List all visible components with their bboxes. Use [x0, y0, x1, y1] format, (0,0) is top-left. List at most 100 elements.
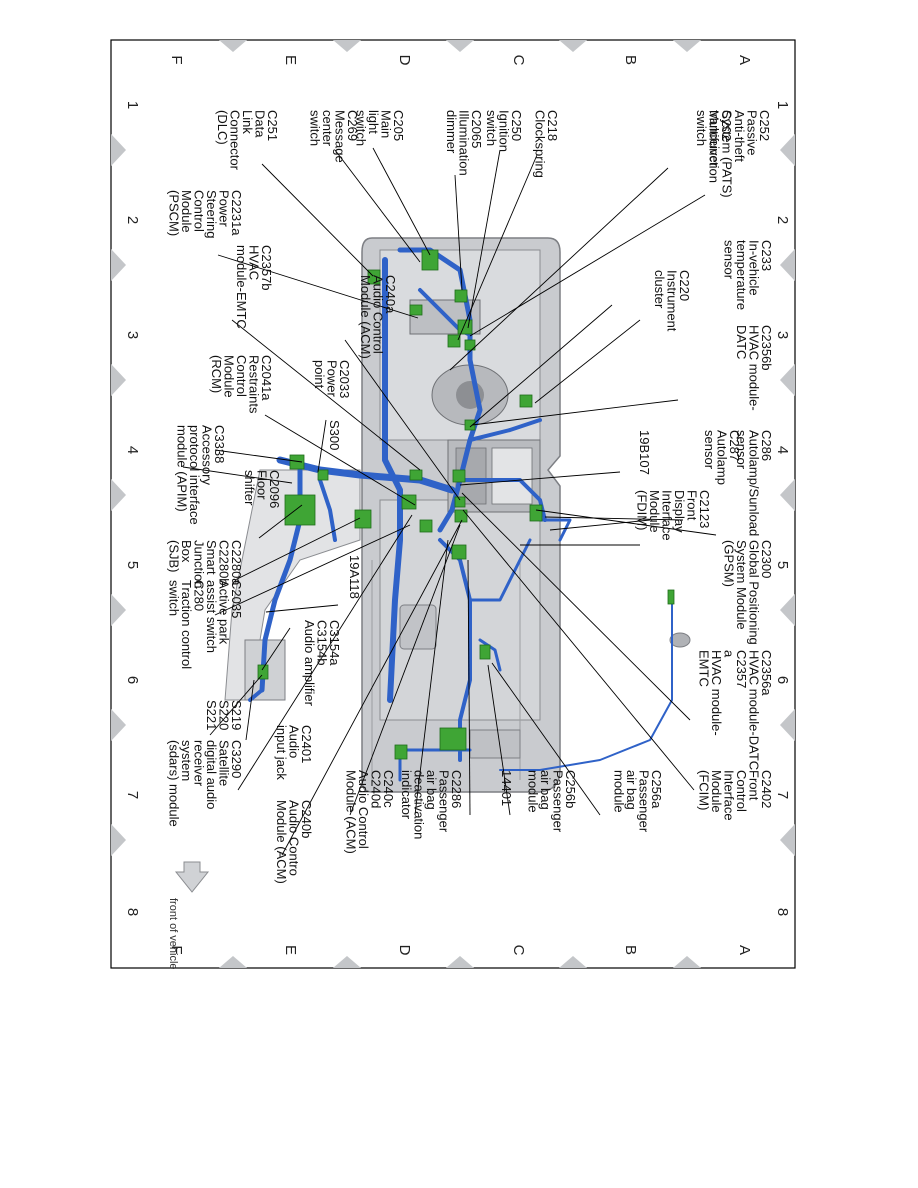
frame-chevron-right — [780, 709, 795, 741]
connectors — [257, 249, 675, 760]
grid-letter-bottom: F — [168, 945, 185, 954]
callout-line: switch — [354, 110, 369, 146]
grid-letter-top: A — [736, 55, 753, 65]
grid-number-left: 3 — [124, 331, 141, 339]
grid-letter-bottom: A — [736, 945, 753, 955]
callout-line: (RCM) — [209, 355, 224, 393]
grid-number-left: 4 — [124, 446, 141, 454]
callout-line: Box — [179, 540, 194, 563]
wiring-harness — [248, 247, 673, 782]
callout-line: temperature — [734, 240, 749, 310]
callout-line: indicator — [399, 770, 414, 820]
callout-line: Smart — [204, 540, 219, 575]
frame-chevron-right — [780, 364, 795, 396]
callout-line: C202 — [719, 110, 734, 141]
frame-chevron-top — [446, 40, 474, 52]
frame-chevron-left — [111, 594, 126, 626]
callout-line: C2280b — [217, 540, 232, 586]
grid-letter-bottom: C — [510, 945, 527, 956]
callout-line: Restraints — [247, 355, 262, 414]
callout-line: Autolamp — [715, 430, 730, 485]
callout-line: digital audio — [204, 740, 219, 809]
callout-line: Passenger — [551, 770, 566, 833]
callout-line: cluster — [652, 270, 667, 309]
callout-line: S221 — [204, 700, 219, 730]
callout-line: C2356a — [759, 650, 774, 696]
callout-line: C2401 — [299, 725, 314, 763]
callout-line: Global Positioning — [747, 540, 762, 645]
callout-line: receiver — [192, 740, 207, 787]
callout-line: deactivation — [412, 770, 427, 839]
callout-line: center — [320, 110, 335, 147]
callout-line: Module (ACM) — [358, 275, 373, 359]
front-of-vehicle-label: front of vehicle — [167, 898, 179, 970]
grid-number-left: 1 — [124, 101, 141, 109]
callout-line: Audio Control — [371, 275, 386, 354]
callout-line: C2041a — [259, 355, 274, 401]
callout-19b107: 19B107 — [637, 430, 652, 475]
callout-line: C220 — [677, 270, 692, 301]
callout-line: Control — [234, 355, 249, 397]
frame-chevron-left — [111, 364, 126, 396]
callout-line: Module (ACM) — [274, 800, 289, 884]
callout-line: Audio Contro — [287, 800, 302, 876]
callout-line: Module — [222, 355, 237, 398]
callout-line: C251 — [265, 110, 280, 141]
grid-number-left: 8 — [124, 908, 141, 916]
callout-line: module — [526, 770, 541, 813]
grid-number-right: 3 — [774, 331, 791, 339]
callout-line: C280 — [192, 580, 207, 611]
callout-line: switch — [308, 110, 323, 146]
callout-line: Module — [179, 190, 194, 233]
callout-line: C2280a — [229, 540, 244, 586]
callout-line: Passenger — [437, 770, 452, 833]
callout-line: HVAC module-DATC — [747, 650, 762, 770]
callout-line: C2402 — [759, 770, 774, 808]
grid-number-right: 5 — [774, 561, 791, 569]
callout-line: 19B107 — [637, 430, 652, 475]
callout-line: C3154b — [315, 620, 330, 666]
callout-line: Module — [647, 490, 662, 533]
callout-line: C3154a — [327, 620, 342, 666]
frame-chevron-right — [780, 479, 795, 511]
callout-line: C250 — [509, 110, 524, 141]
callout-line: module (APIM) — [175, 425, 190, 512]
callout-line: module — [612, 770, 627, 813]
callout-line: C2096 — [267, 470, 282, 508]
callout-line: C2357b — [259, 245, 274, 291]
frame-chevron-top — [333, 40, 361, 52]
frame-chevron-top — [673, 40, 701, 52]
callout-line: (FDIM) — [635, 490, 650, 530]
callout-19a118: 19A118 — [347, 555, 362, 599]
grid-letter-top: D — [396, 55, 413, 66]
grid-number-left: 7 — [124, 791, 141, 799]
frame-chevron-bottom — [559, 956, 587, 968]
callout-line: Illumination — [457, 110, 472, 176]
grid-letter-top: B — [622, 55, 639, 65]
frame-chevron-right — [780, 134, 795, 166]
callout-line: C3290 — [229, 740, 244, 778]
callout-line: Satellite — [217, 740, 232, 786]
grid-number-left: 5 — [124, 561, 141, 569]
callout-line: Front — [747, 770, 762, 801]
callout-line: sensor — [702, 430, 717, 470]
callout-line: module-EMTC — [234, 245, 249, 329]
callout-line: In-vehicle — [747, 240, 762, 296]
callout-line: (DLC) — [215, 110, 230, 145]
callout-line: S220 — [217, 700, 232, 730]
grid-number-right: 7 — [774, 791, 791, 799]
frame-chevron-left — [111, 249, 126, 281]
